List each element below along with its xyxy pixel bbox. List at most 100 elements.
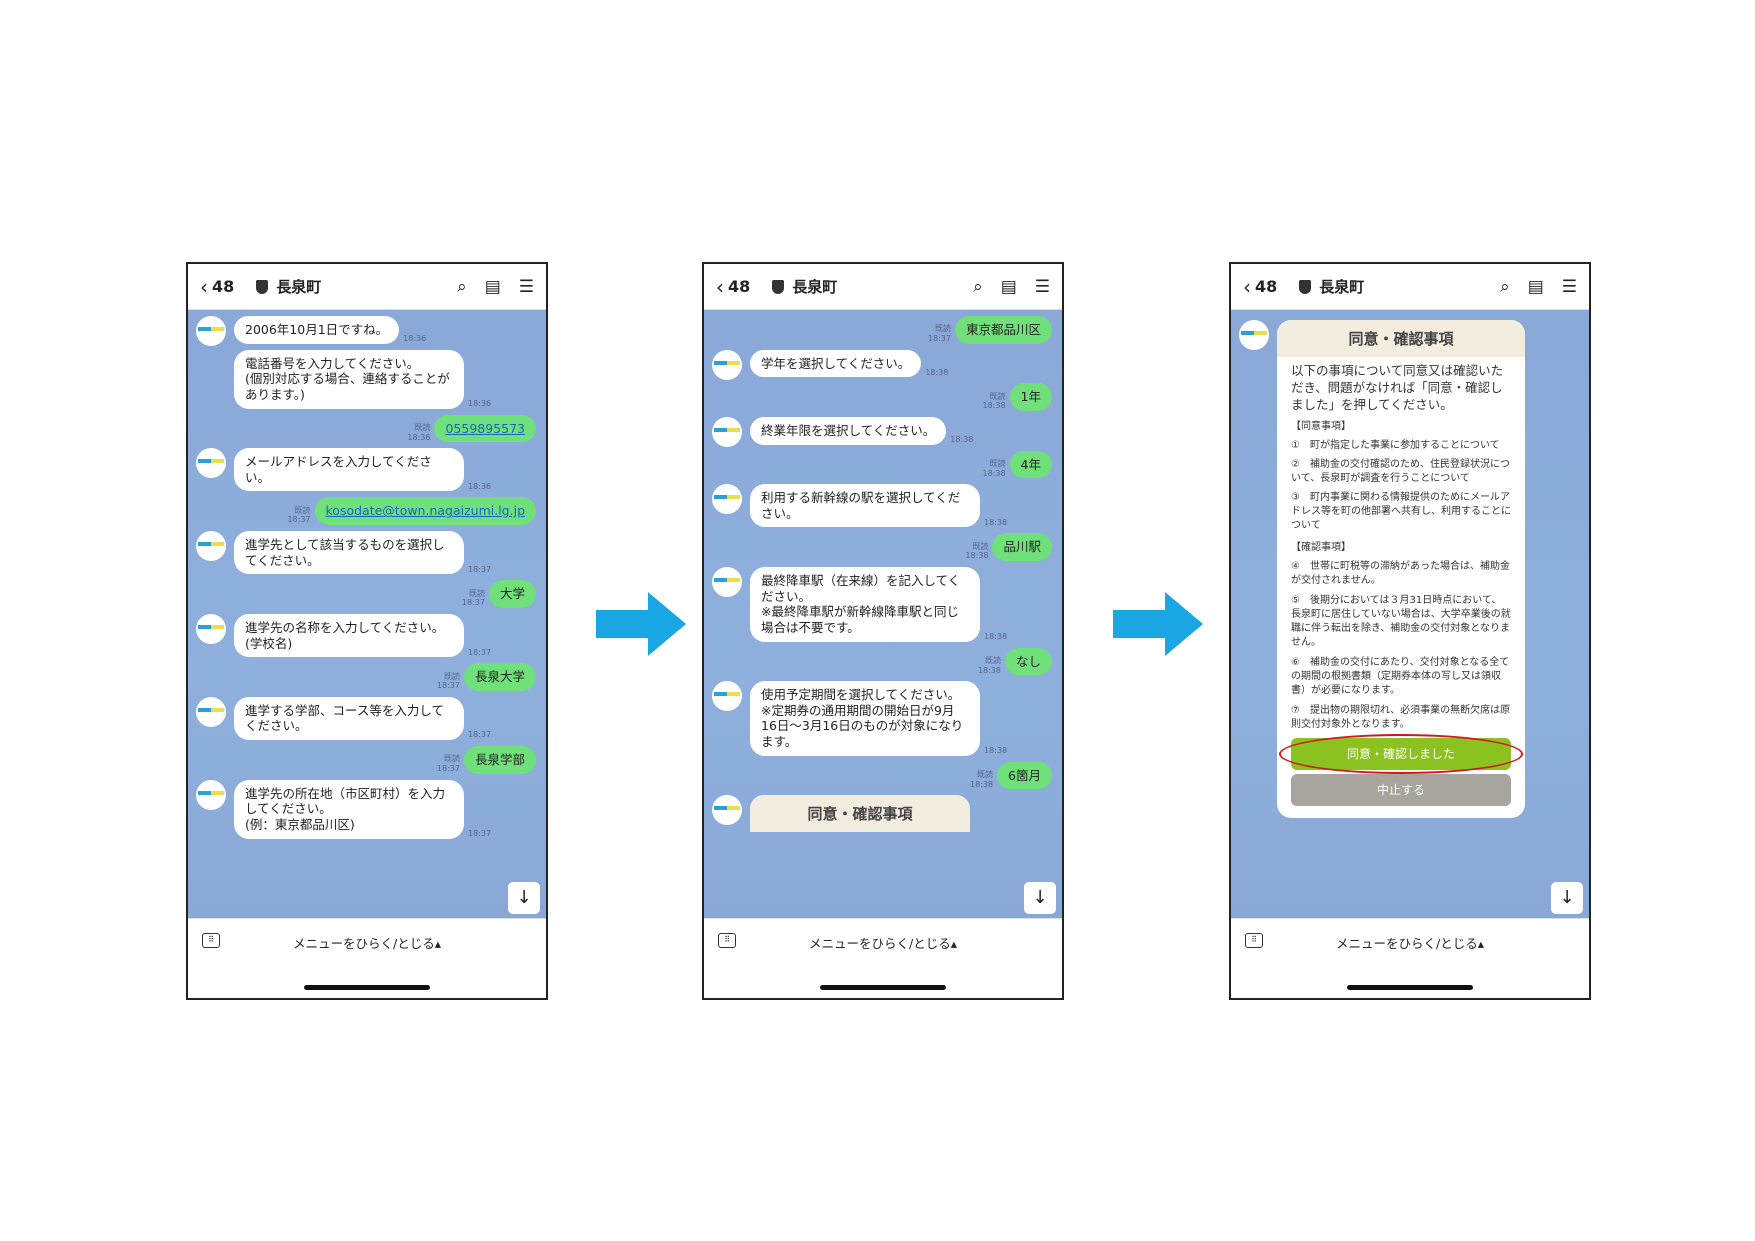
bot-avatar[interactable] (712, 484, 742, 515)
consent-lead: 以下の事項について同意又は確認いただき、問題がなければ「同意・確認しました」を押… (1291, 363, 1504, 412)
bot-avatar[interactable] (196, 316, 226, 346)
unread-count: 48 (728, 277, 751, 296)
back-chevron-icon[interactable]: ‹ (200, 274, 208, 299)
avatar-logo (198, 459, 224, 464)
notes-icon[interactable]: ▤ (484, 276, 501, 297)
verified-shield-icon (772, 279, 785, 294)
bot-avatar[interactable] (712, 349, 742, 380)
message-time: 18:36 (403, 334, 427, 344)
message-row: 同意・確認事項 (712, 795, 1054, 833)
menu-toggle[interactable]: メニューをひらく/とじる▴ (293, 936, 441, 951)
keyboard-icon[interactable]: ⠿ (718, 933, 736, 948)
flow-arrow-1 (596, 592, 686, 660)
keyboard-icon[interactable]: ⠿ (202, 933, 220, 948)
agree-item: ① 町が指定した事業に参加することについて (1291, 439, 1500, 451)
search-icon[interactable]: ⌕ (973, 276, 983, 297)
menu-icon[interactable]: ☰ (1561, 276, 1577, 297)
avatar-logo (198, 327, 224, 331)
menu-toggle[interactable]: メニューをひらく/とじる▴ (1336, 936, 1484, 951)
bot-avatar[interactable] (1239, 320, 1269, 350)
bot-avatar[interactable] (196, 696, 226, 727)
menu-toggle[interactable]: メニューをひらく/とじる▴ (809, 936, 957, 951)
bot-message-bubble: 電話番号を入力してください。 (個別対応する場合、連絡することがあります。) (234, 349, 464, 409)
keyboard-icon[interactable]: ⠿ (1245, 933, 1263, 948)
avatar-logo (714, 360, 740, 365)
bot-message-bubble: 2006年10月1日ですね。 (234, 316, 400, 344)
bot-message-bubble: 終業年限を選択してください。 (750, 416, 947, 445)
chat-title: 長泉町 (1319, 278, 1365, 296)
search-icon[interactable]: ⌕ (457, 276, 467, 297)
home-indicator (1347, 985, 1473, 990)
scroll-down-button[interactable]: ↓ (1551, 882, 1583, 914)
user-message-bubble: 6箇月 (997, 761, 1052, 790)
bot-avatar[interactable] (712, 795, 742, 826)
header-icons: ⌕ ▤ ☰ (973, 277, 1050, 297)
consent-card-body: 以下の事項について同意又は確認いただき、問題がなければ「同意・確認しました」を押… (1277, 357, 1525, 818)
read-receipt: 既読 (443, 754, 460, 764)
user-message-bubble: 1年 (1009, 383, 1052, 411)
message-time: 18:38 (984, 517, 1008, 527)
read-receipt: 既読 (414, 422, 431, 432)
message-time: 18:38 (950, 434, 974, 444)
bot-message-bubble: 進学する学部、コース等を入力してください。 (234, 696, 464, 740)
cancel-button[interactable]: 中止する (1291, 773, 1511, 806)
message-time: 18:37 (436, 681, 460, 691)
user-message-bubble[interactable]: kosodate@town.nagaizumi.lg.jp (314, 497, 536, 525)
menu-icon[interactable]: ☰ (1034, 276, 1050, 297)
confirm-item: ⑦ 提出物の期限切れ、必須事業の無断欠席は原則交付対象外となります。 (1291, 704, 1511, 730)
chat-area[interactable]: 同意・確認事項以下の事項について同意又は確認いただき、問題がなければ「同意・確認… (1231, 310, 1589, 922)
scroll-down-button[interactable]: ↓ (1024, 882, 1056, 914)
agree-item: ② 補助金の交付確認のため、住民登録状況について、長泉町が調査を行うことについて (1291, 458, 1510, 484)
message-meta: 18:36 (468, 482, 491, 492)
scroll-down-button[interactable]: ↓ (508, 882, 540, 914)
rich-menu-bar: ⠿ メニューをひらく/とじる▴ (188, 918, 546, 998)
avatar-logo (714, 427, 740, 432)
notes-icon[interactable]: ▤ (1527, 276, 1544, 297)
back-chevron-icon[interactable]: ‹ (716, 274, 724, 299)
back-chevron-icon[interactable]: ‹ (1243, 274, 1251, 299)
bot-avatar[interactable] (196, 448, 226, 479)
message-time: 18:38 (982, 401, 1006, 411)
bot-avatar[interactable] (196, 779, 226, 810)
home-indicator (820, 985, 946, 990)
confirm-item: ⑥ 補助金の交付にあたり、交付対象となる全ての期間の根拠書類（定期券本体の写し又… (1291, 656, 1510, 696)
verified-shield-icon (1299, 279, 1312, 294)
search-icon[interactable]: ⌕ (1500, 276, 1510, 297)
message-time: 18:38 (977, 665, 1001, 675)
message-time: 18:38 (969, 779, 994, 789)
bot-avatar[interactable] (712, 567, 742, 597)
bot-avatar[interactable] (712, 416, 742, 447)
unread-count: 48 (1255, 277, 1278, 296)
user-message-bubble[interactable]: 0559895573 (434, 414, 536, 443)
message-row: 進学先として該当するものを選択してください。18:37 (196, 531, 538, 575)
menu-icon[interactable]: ☰ (518, 276, 534, 297)
rich-menu-bar: ⠿ メニューをひらく/とじる▴ (1231, 918, 1589, 998)
message-time: 18:36 (468, 481, 492, 491)
flow-arrow-2 (1113, 592, 1203, 660)
message-row: 終業年限を選択してください。18:38 (712, 416, 1054, 447)
user-message-bubble: 品川駅 (992, 533, 1052, 561)
notes-icon[interactable]: ▤ (1000, 276, 1017, 297)
read-receipt: 既読 (934, 324, 951, 334)
message-time: 18:38 (984, 631, 1008, 641)
confirm-item: ⑤ 後期分においては３月31日時点において、長泉町に居住していない場合は、大学卒… (1291, 594, 1511, 648)
consent-card-title: 同意・確認事項 (1277, 320, 1525, 357)
agree-confirm-button[interactable]: 同意・確認しました (1291, 737, 1511, 770)
bot-avatar[interactable] (196, 531, 226, 561)
bot-avatar[interactable] (196, 613, 226, 644)
read-receipt: 既読 (989, 391, 1006, 401)
user-message-bubble: 4年 (1009, 450, 1052, 479)
bot-avatar[interactable] (712, 681, 742, 712)
